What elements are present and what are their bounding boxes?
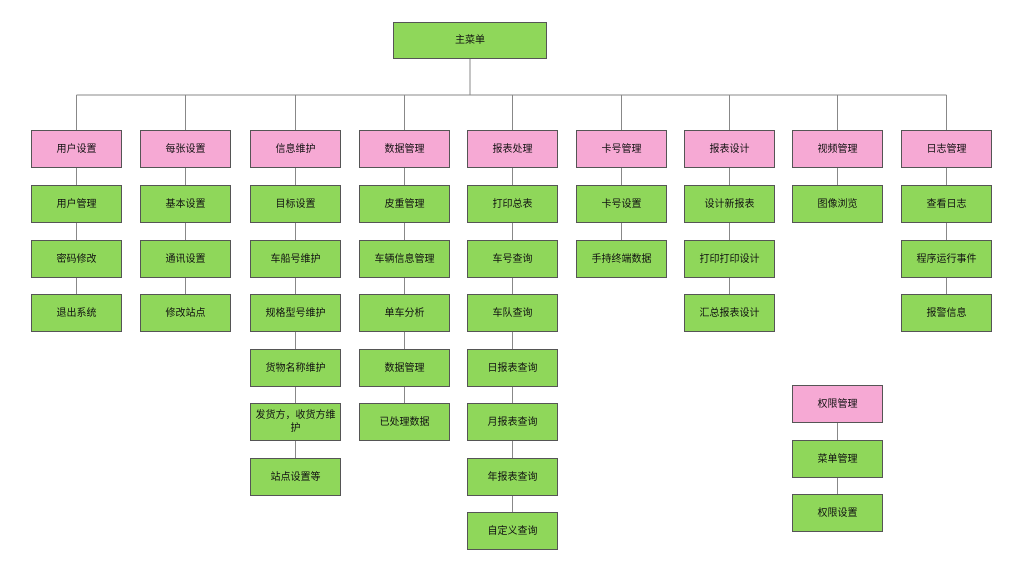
item-node: 车船号维护 xyxy=(250,240,341,278)
category-node: 视频管理 xyxy=(792,130,883,168)
item-node: 年报表查询 xyxy=(467,458,558,496)
item-node: 站点设置等 xyxy=(250,458,341,496)
item-node: 月报表查询 xyxy=(467,403,558,441)
item-node: 自定义查询 xyxy=(467,512,558,550)
item-node: 通讯设置 xyxy=(140,240,231,278)
category-node: 报表处理 xyxy=(467,130,558,168)
item-node: 已处理数据 xyxy=(359,403,450,441)
item-node: 发货方，收货方维护 xyxy=(250,403,341,441)
item-node: 日报表查询 xyxy=(467,349,558,387)
category-node: 信息维护 xyxy=(250,130,341,168)
item-node: 密码修改 xyxy=(31,240,122,278)
item-node-menu-manage: 菜单管理 xyxy=(792,440,883,478)
item-node: 报警信息 xyxy=(901,294,992,332)
category-node: 报表设计 xyxy=(684,130,775,168)
item-node: 数据管理 xyxy=(359,349,450,387)
item-node: 汇总报表设计 xyxy=(684,294,775,332)
category-node: 卡号管理 xyxy=(576,130,667,168)
item-node: 打印总表 xyxy=(467,185,558,223)
item-node: 目标设置 xyxy=(250,185,341,223)
item-node: 皮重管理 xyxy=(359,185,450,223)
item-node: 单车分析 xyxy=(359,294,450,332)
item-node: 车辆信息管理 xyxy=(359,240,450,278)
category-node: 日志管理 xyxy=(901,130,992,168)
item-node: 基本设置 xyxy=(140,185,231,223)
root-node-main-menu: 主菜单 xyxy=(393,22,547,59)
item-node: 修改站点 xyxy=(140,294,231,332)
item-node: 规格型号维护 xyxy=(250,294,341,332)
category-node-permission: 权限管理 xyxy=(792,385,883,423)
category-node: 每张设置 xyxy=(140,130,231,168)
category-node: 用户设置 xyxy=(31,130,122,168)
item-node: 设计新报表 xyxy=(684,185,775,223)
category-node: 数据管理 xyxy=(359,130,450,168)
item-node: 用户管理 xyxy=(31,185,122,223)
item-node-permission-set: 权限设置 xyxy=(792,494,883,532)
item-node: 货物名称维护 xyxy=(250,349,341,387)
item-node: 手持终端数据 xyxy=(576,240,667,278)
item-node: 打印打印设计 xyxy=(684,240,775,278)
item-node: 退出系统 xyxy=(31,294,122,332)
item-node: 车队查询 xyxy=(467,294,558,332)
item-node: 车号查询 xyxy=(467,240,558,278)
item-node: 查看日志 xyxy=(901,185,992,223)
item-node: 程序运行事件 xyxy=(901,240,992,278)
item-node: 图像浏览 xyxy=(792,185,883,223)
item-node: 卡号设置 xyxy=(576,185,667,223)
